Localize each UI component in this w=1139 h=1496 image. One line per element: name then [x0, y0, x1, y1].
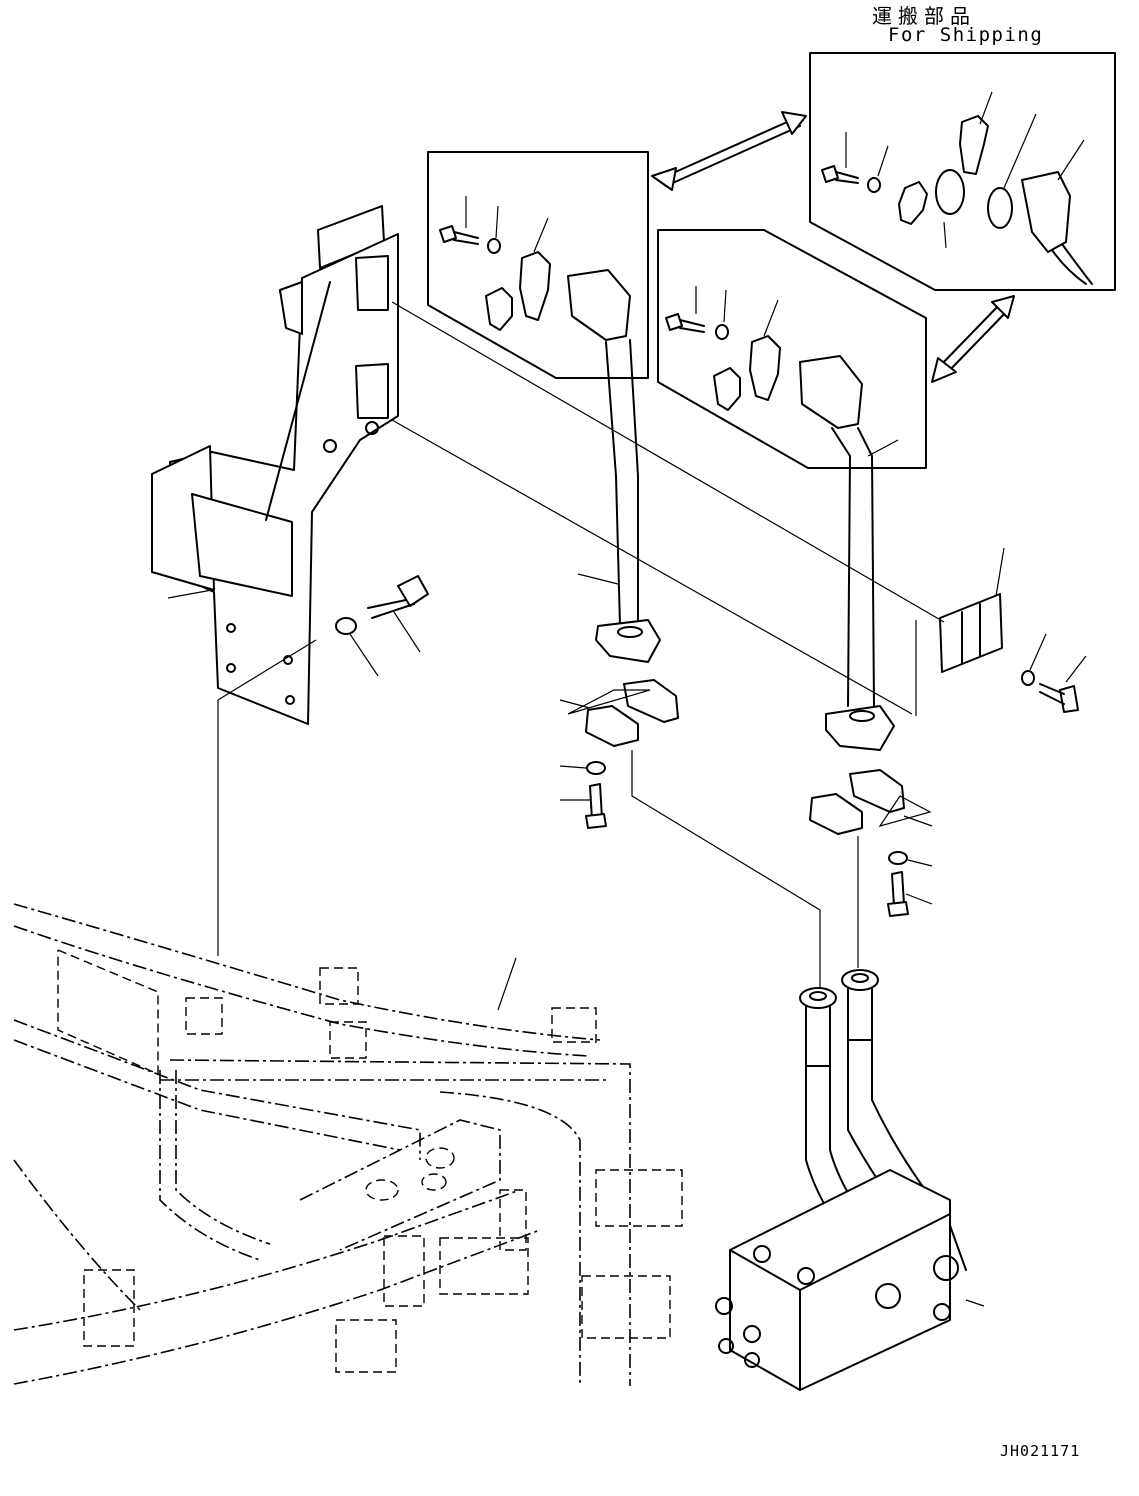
left-kit-box: [427, 151, 661, 663]
shipping-title-jp: 運搬部品: [872, 4, 976, 28]
control-valve: [715, 969, 985, 1391]
mounting-bracket: [151, 205, 399, 725]
shipping-cover-icon: [935, 169, 965, 215]
shipping-flange-half-icon: [898, 181, 928, 225]
shipping-oring-icon: [987, 187, 1013, 229]
double-headed-arrow-icon: [651, 111, 807, 191]
right-kit-box: [657, 229, 927, 751]
lower-clamp-right: [809, 769, 933, 917]
shipping-flange-half-icon: [959, 115, 989, 175]
assembly-guide-lines: [217, 301, 945, 990]
shipping-title-en: For Shipping: [888, 24, 1044, 46]
shipping-tube-end-icon: [1021, 171, 1071, 253]
chassis-frame: [13, 903, 683, 1386]
clamp-bracket: [939, 547, 1087, 713]
double-headed-arrow-icon: [931, 295, 1015, 383]
lower-clamp-left: [559, 679, 679, 829]
shipping-bolt-icon: [821, 165, 859, 184]
shipping-washer-icon: [867, 177, 881, 193]
bracket-bolt-icon: [335, 575, 429, 677]
drawing-code: JH021171: [1000, 1442, 1081, 1460]
shipping-parts-box: [809, 52, 1116, 291]
